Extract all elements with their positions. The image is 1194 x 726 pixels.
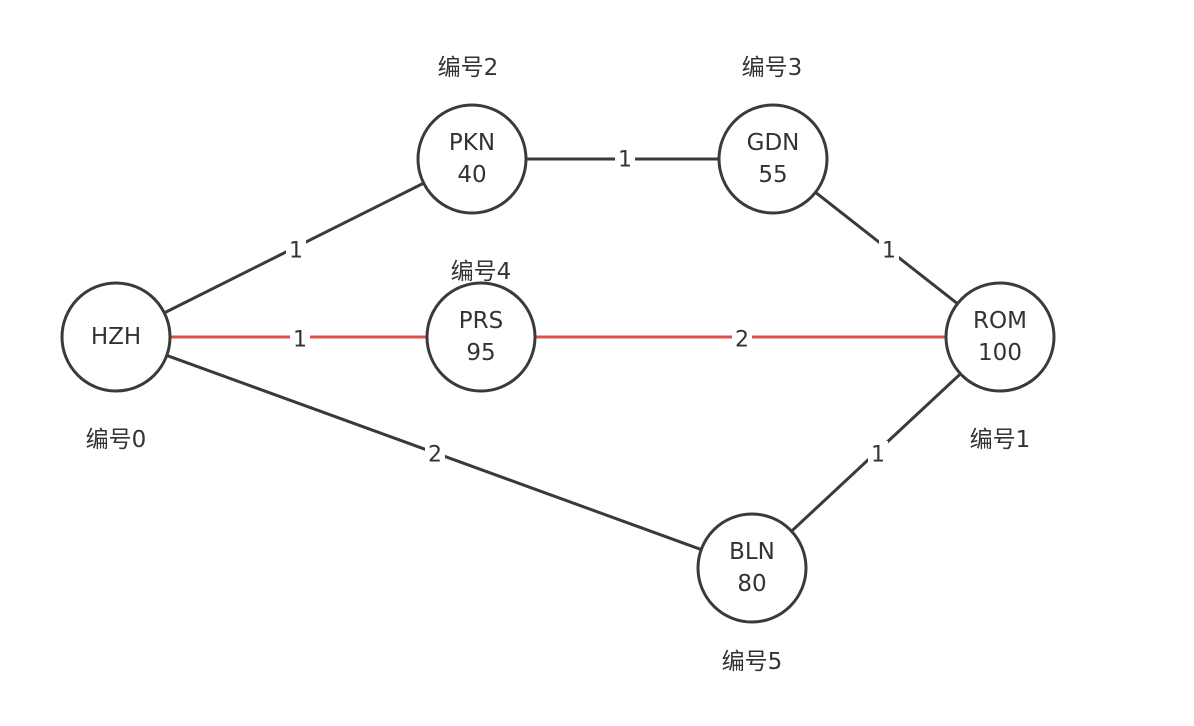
node-id-label-rom: 编号1 [970, 427, 1031, 453]
node-value: 55 [758, 162, 787, 188]
node-value: 40 [457, 162, 486, 188]
node-name: GDN [747, 130, 800, 156]
edge-weight-background [868, 441, 888, 469]
edge-weight-hzh-pkn: 1 [289, 239, 303, 264]
edge-weight-background [615, 146, 635, 174]
node-hzh: HZH [60, 281, 172, 393]
node-circle [425, 281, 537, 393]
edge-weight-gdn-rom: 1 [882, 239, 896, 264]
edge-weights-layer: 1 1 1 1 2 2 1 [286, 146, 899, 469]
edge-weight-pkn-gdn: 1 [618, 148, 632, 173]
node-bln: BLN 80 [696, 512, 808, 624]
node-circle [944, 281, 1056, 393]
edge-weight-background [290, 326, 310, 354]
edge-weight-background [286, 237, 306, 265]
node-id-label-bln: 编号5 [722, 649, 783, 675]
edge-weight-background [732, 326, 752, 354]
node-id-label-prs: 编号4 [451, 259, 512, 285]
node-name: ROM [973, 308, 1027, 334]
node-gdn: GDN 55 [717, 103, 829, 215]
node-pkn: PKN 40 [416, 103, 528, 215]
edge-weight-hzh-bln: 2 [428, 443, 442, 468]
edge-weight-hzh-prs: 1 [293, 328, 307, 353]
node-prs: PRS 95 [425, 281, 537, 393]
node-name: BLN [729, 539, 775, 565]
node-circle [60, 281, 172, 393]
node-name: PKN [449, 130, 495, 156]
node-value: 80 [737, 571, 766, 597]
edge-weight-prs-rom: 2 [735, 328, 749, 353]
node-name: PRS [459, 308, 503, 334]
node-id-labels-layer: 编号0 编号2 编号3 编号4 编号1 编号5 [86, 55, 1031, 675]
edge-weight-background [425, 441, 445, 469]
node-circle [717, 103, 829, 215]
node-id-label-hzh: 编号0 [86, 427, 147, 453]
edge-weight-background [879, 237, 899, 265]
node-value: 95 [466, 340, 495, 366]
node-name: HZH [91, 324, 141, 350]
node-circle [696, 512, 808, 624]
node-id-label-gdn: 编号3 [742, 55, 803, 81]
edge-weight-bln-rom: 1 [871, 443, 885, 468]
node-rom: ROM 100 [944, 281, 1056, 393]
node-value: 100 [978, 340, 1022, 366]
node-circle [416, 103, 528, 215]
edges-layer [162, 157, 962, 552]
node-id-label-pkn: 编号2 [438, 55, 499, 81]
